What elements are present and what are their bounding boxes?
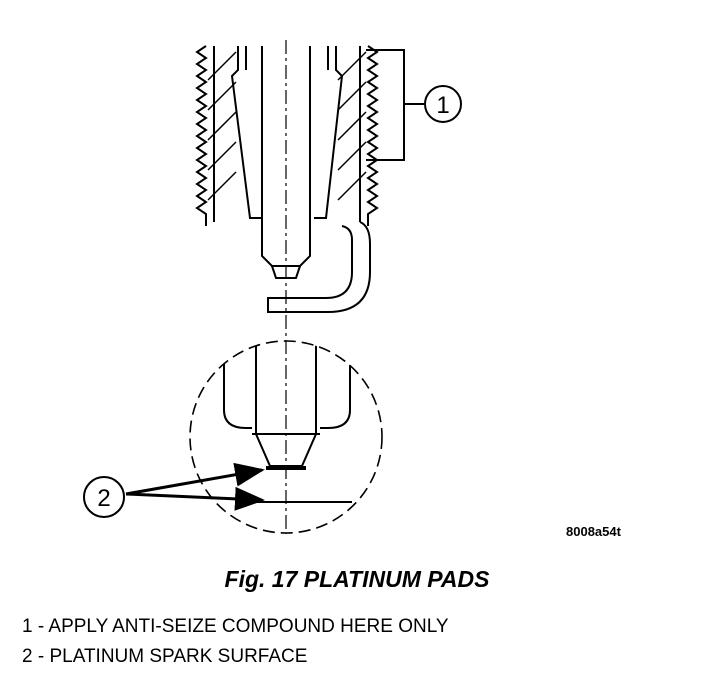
callout-2: 2 [83, 462, 265, 518]
callout-1-circle [424, 85, 462, 123]
callout-2-arrow-upper [125, 462, 265, 496]
callout-2-number: 2 [97, 485, 110, 512]
callout-2-arrow-lower [125, 486, 265, 511]
insulator [230, 46, 344, 279]
left-thread [195, 45, 208, 226]
right-thread [366, 45, 379, 226]
callout-1-number: 1 [436, 92, 449, 119]
figure-caption: Fig. 17 PLATINUM PADS [224, 566, 490, 592]
reference-code: 8008a54t [566, 524, 622, 539]
callout-1-bracket [366, 49, 424, 161]
detail-view [223, 341, 352, 503]
callout-2-circle [83, 476, 125, 518]
detail-circle [189, 340, 383, 534]
callout-1: 1 [366, 49, 462, 161]
ground-electrode [267, 221, 371, 313]
legend-item-1: 1 - APPLY ANTI-SEIZE COMPOUND HERE ONLY [22, 616, 449, 637]
legend-item-2: 2 - PLATINUM SPARK SURFACE [22, 646, 308, 667]
thread-section [195, 45, 379, 226]
